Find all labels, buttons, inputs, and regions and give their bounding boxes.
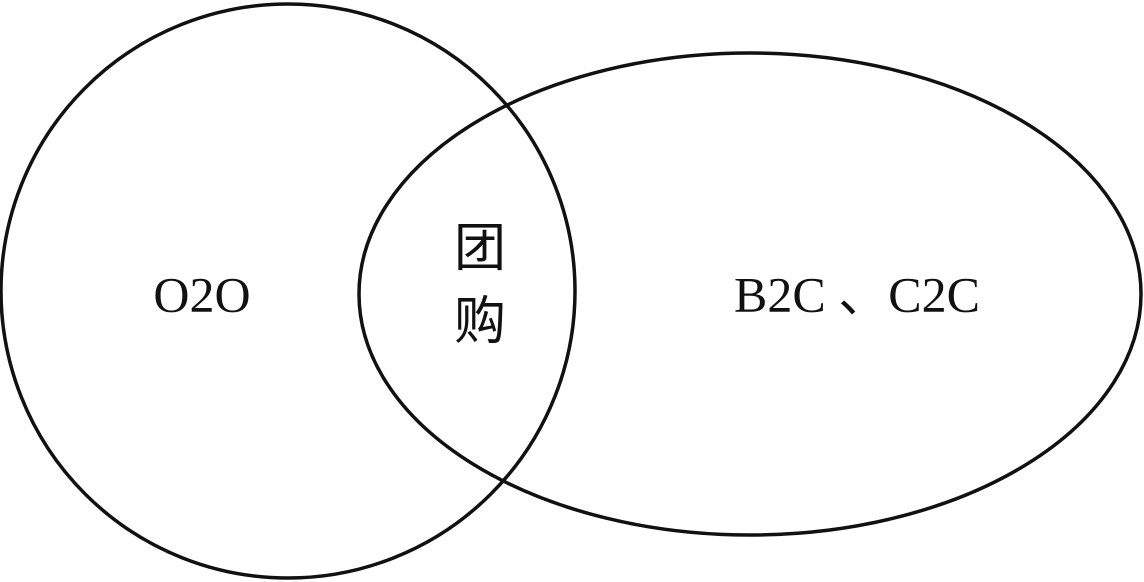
set-o2o-circle <box>0 2 577 580</box>
set-b2c-c2c-ellipse <box>357 51 1143 537</box>
set-o2o-label: O2O <box>153 266 250 322</box>
intersection-label-line1: 团 <box>454 219 506 279</box>
intersection-label-line2: 购 <box>454 292 506 352</box>
set-b2c-c2c-label: B2C 、C2C <box>734 266 980 322</box>
